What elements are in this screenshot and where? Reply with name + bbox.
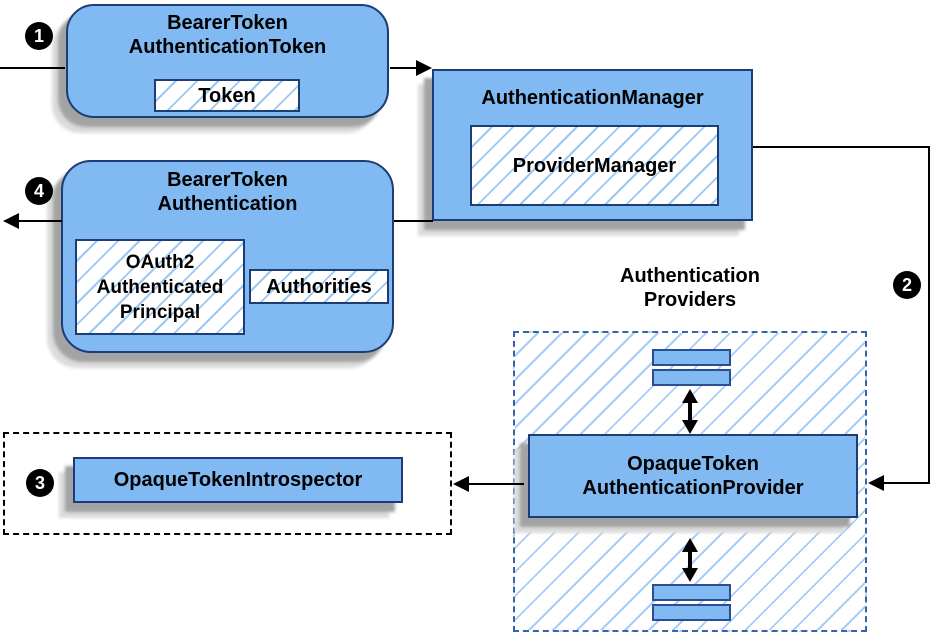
authorities-label: Authorities [266,275,372,298]
heading-line: Providers [643,289,737,311]
provider-stack-rect-bottom-1 [652,584,731,601]
oauth2-authenticated-principal-box: OAuth2 Authenticated Principal [75,239,245,335]
heading-line: Authentication [620,265,760,287]
authentication-manager-title: AuthenticationManager [434,71,751,110]
arrow-token-to-authentication-manager [390,60,432,76]
token-label: Token [198,84,256,107]
title-line: BearerToken [167,169,288,191]
introspector-label: OpaqueTokenIntrospector [113,469,363,491]
step-3-badge: 3 [26,469,54,497]
step-2-badge: 2 [893,271,921,299]
step-4-badge: 4 [25,177,53,205]
title-line: AuthenticationToken [128,36,327,58]
authentication-manager-box: AuthenticationManager ProviderManager [432,69,753,221]
provider-manager-label: ProviderManager [512,154,677,177]
authentication-providers-heading: Authentication Providers [565,264,815,312]
bearer-token-authentication-title: BearerToken Authentication [63,162,392,216]
title-line: Authentication [157,193,298,215]
title-line: AuthenticationProvider [582,477,804,499]
title-line: BearerToken [167,12,288,34]
bearer-token-authentication-token-title: BearerToken AuthenticationToken [68,6,387,59]
provider-stack-rect-top-2 [652,369,731,386]
title-line: AuthenticationManager [481,87,704,109]
bearer-token-authentication-token-box: BearerToken AuthenticationToken Token [66,4,389,118]
provider-stack-rect-bottom-2 [652,604,731,621]
step-1-badge: 1 [25,22,53,50]
provider-manager-box: ProviderManager [470,125,719,206]
token-box: Token [154,79,300,112]
arrow-bearer-authentication-out [3,213,62,229]
provider-stack-rect-top-1 [652,349,731,366]
principal-line: OAuth2 [125,251,195,273]
principal-line: Principal [119,301,201,323]
authorities-box: Authorities [249,269,389,304]
principal-line: Authenticated [96,276,224,298]
bearer-token-authentication-box: BearerToken Authentication OAuth2 Authen… [61,160,394,353]
opaque-token-authentication-provider-box: OpaqueToken AuthenticationProvider [528,434,858,518]
title-line: OpaqueToken [627,453,759,475]
opaque-token-introspector-box: OpaqueTokenIntrospector [73,457,403,503]
